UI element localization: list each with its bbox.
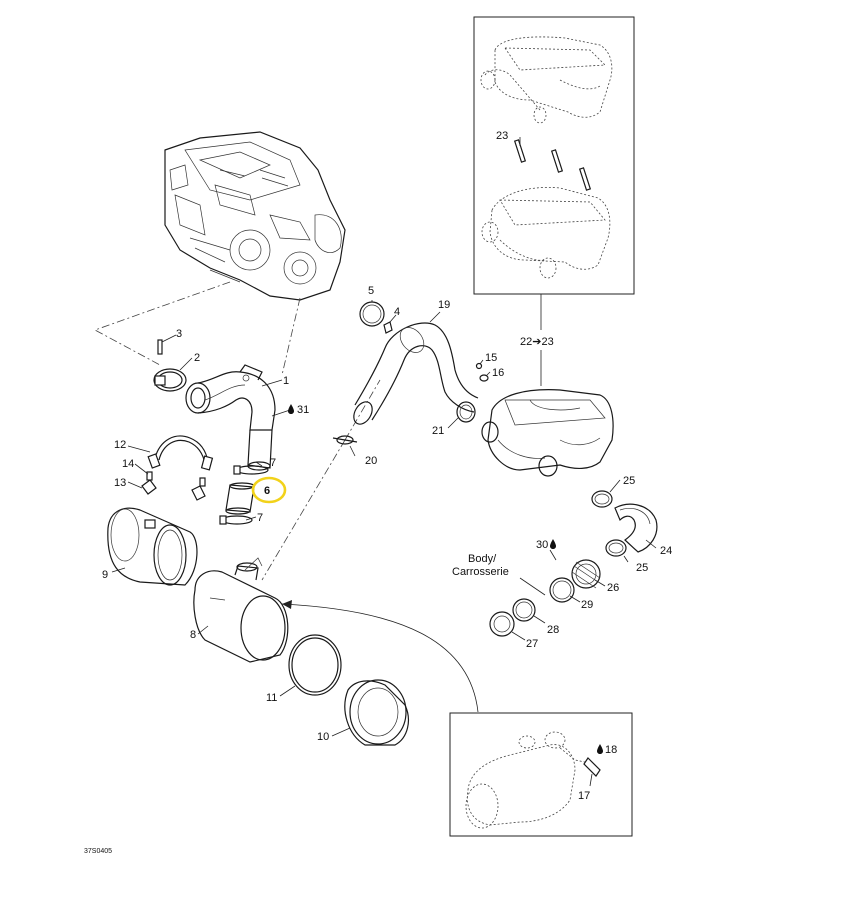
part-3-stud [157,339,163,355]
part-25-clamp-upper [591,490,613,508]
reference-line-outlet-2 [344,379,381,441]
part-13-fitting [141,479,206,501]
part-16-washer [479,374,489,382]
inset-box-22-23 [473,16,635,295]
part-28-ring [512,598,536,622]
part-25-clamp-lower [605,539,627,557]
body-label-line1: Body/ [468,553,497,565]
part-17-sensor [583,757,601,777]
part-1-exhaust-pipe [185,364,276,471]
drop-icon [550,539,556,549]
arrowhead-muffler [282,600,292,609]
part-27-nut [489,611,515,637]
callout-1[interactable]: 1 [283,375,289,387]
callout-11[interactable]: 11 [266,692,277,704]
callout-25-upper[interactable]: 25 [623,475,635,487]
callout-13[interactable]: 13 [114,477,126,489]
callout-23[interactable]: 23 [496,130,508,142]
callout-6[interactable]: 6 [264,485,270,497]
part-7-clamp-upper [233,465,269,475]
callout-22-23[interactable]: 22➔23 [520,336,554,348]
callout-29[interactable]: 29 [581,599,593,611]
callout-27[interactable]: 27 [526,638,538,650]
callout-24[interactable]: 24 [660,545,672,557]
callout-7-lower[interactable]: 7 [257,512,263,524]
part-24-elbow-hose [614,503,658,553]
callout-19[interactable]: 19 [438,299,450,311]
callout-8[interactable]: 8 [190,629,196,641]
part-29-o-ring [549,577,575,603]
callout-5[interactable]: 5 [368,285,374,297]
part-20-gasket [332,435,358,445]
reference-line-engine [94,281,231,366]
callout-25-lower[interactable]: 25 [636,562,648,574]
callout-14[interactable]: 14 [122,458,134,470]
part-4-bolt [383,321,393,334]
callout-labels: 1 2 3 4 5 6 7 7 8 9 10 11 12 13 14 15 16… [102,130,672,802]
part-11-gasket-ring [288,634,342,696]
callout-16[interactable]: 16 [492,367,504,379]
callout-28[interactable]: 28 [547,624,559,636]
part-2-clamp [153,368,187,392]
part-22-resonator [481,389,614,477]
part-15-screw [475,362,483,370]
callout-10[interactable]: 10 [317,731,329,743]
reference-line-outlet [261,439,346,581]
callout-30[interactable]: 30 [536,539,548,551]
callout-12[interactable]: 12 [114,439,126,451]
callout-2[interactable]: 2 [194,352,200,364]
engine-illustration [164,131,346,301]
part-7-clamp-lower [219,515,253,525]
callout-21[interactable]: 21 [432,425,444,437]
callout-9[interactable]: 9 [102,569,108,581]
part-5-o-ring [359,301,385,327]
leader-lines [111,137,657,787]
drop-icon [597,744,603,754]
callout-26[interactable]: 26 [607,582,619,594]
callout-20[interactable]: 20 [365,455,377,467]
drop-icon [288,404,294,414]
part-23-pins [513,139,592,191]
part-8-muffler [193,557,289,663]
part-26-outlet-fitting [571,559,601,589]
part-14-fitting [146,471,206,487]
part-10-end-cap [344,679,409,746]
callout-17[interactable]: 17 [578,790,590,802]
inset-box-17-18 [449,712,633,837]
highlight-part-6 [251,476,287,504]
reference-code: 37S0405 [84,848,112,855]
body-label-line2: Carrosserie [452,566,509,578]
callout-15[interactable]: 15 [485,352,497,364]
callout-18[interactable]: 18 [605,744,617,756]
reference-arrow-muffler [281,603,479,713]
part-21-clamp [456,401,476,423]
body-reference-line [519,577,546,596]
part-19-exhaust-pipe [353,322,479,425]
part-9-heat-shield [107,507,198,586]
part-12-hose [147,435,214,471]
part-6-sleeve [225,482,255,515]
reference-line-engine-2 [281,297,301,376]
callout-4[interactable]: 4 [394,306,400,318]
callout-31[interactable]: 31 [297,404,309,416]
callout-7-upper[interactable]: 7 [270,457,276,469]
callout-3[interactable]: 3 [176,328,182,340]
